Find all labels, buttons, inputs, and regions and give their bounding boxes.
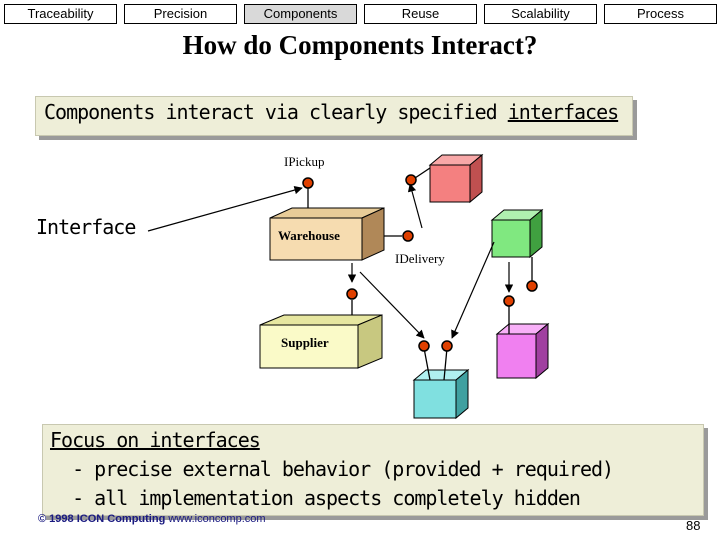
idelivery-port-icon (402, 230, 414, 242)
tab-components[interactable]: Components (244, 4, 357, 24)
supplier-port-icon (346, 288, 358, 300)
tab-reuse[interactable]: Reuse (364, 4, 477, 24)
green-box-port-icon (526, 280, 538, 292)
tab-process[interactable]: Process (604, 4, 717, 24)
focus-heading: Focus on interfaces (50, 428, 261, 452)
cyan-component-box (412, 368, 470, 420)
pink-component-box (495, 322, 550, 380)
interface-pointer-line (147, 185, 303, 232)
warehouse-to-cyan-arrow (359, 271, 425, 339)
idelivery-to-red-arrow (407, 183, 423, 229)
supplier-label: Supplier (281, 335, 329, 350)
interface-label: Interface (36, 215, 136, 239)
warehouse-box (269, 207, 385, 261)
top-callout-box (35, 96, 633, 136)
red-box-port-icon (405, 174, 417, 186)
tab-scalability[interactable]: Scalability (484, 4, 597, 24)
warehouse-label: Warehouse (278, 228, 340, 243)
cyan-box-port-icon-2 (441, 340, 453, 352)
green-component-box (490, 208, 544, 259)
callout-text-main: Components interact via clearly specifie… (44, 100, 508, 124)
green-to-cyan-arrow (451, 241, 495, 339)
ipickup-port-icon (302, 177, 314, 189)
footer-url[interactable]: www.iconcomp.com (168, 513, 266, 525)
supplier-box (259, 314, 383, 369)
red-component-box (428, 153, 484, 204)
bullet-external-behavior: - precise external behavior (provided + … (50, 457, 614, 481)
bullet-implementation-hidden: - all implementation aspects completely … (50, 486, 581, 510)
cyan-port-stem-2 (443, 347, 448, 381)
idelivery-label: IDelivery (395, 251, 445, 266)
cyan-box-port-icon-1 (418, 340, 430, 352)
cyan-port-stem-1 (423, 347, 431, 381)
ipickup-label: IPickup (284, 154, 325, 169)
bottom-callout-box (42, 424, 704, 516)
top-callout-text: Components interact via clearly specifie… (44, 100, 619, 124)
footer-copyright: © 1998 ICON Computing www.iconcomp.com (38, 513, 266, 525)
callout-text-underlined: interfaces (507, 100, 619, 124)
page-number: 88 (686, 518, 701, 533)
tab-traceability[interactable]: Traceability (4, 4, 117, 24)
slide-title: How do Components Interact? (182, 30, 538, 60)
copyright-text: © 1998 ICON Computing (38, 513, 166, 525)
pink-box-port-icon (503, 295, 515, 307)
tab-precision[interactable]: Precision (124, 4, 237, 24)
